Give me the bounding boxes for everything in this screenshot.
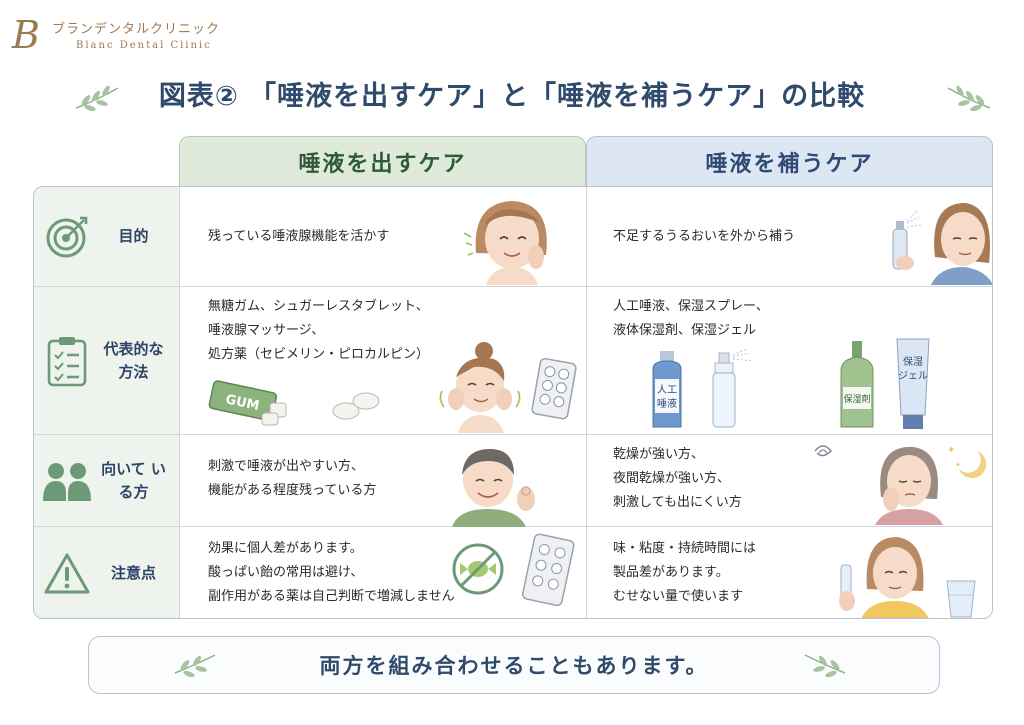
svg-text:唾液: 唾液 (657, 397, 677, 410)
logo-name-jp: ブランデンタルクリニック (52, 22, 221, 37)
leaf-sprig-icon (947, 85, 991, 112)
artificial-saliva-bottle-illustration: 人工 唾液 (652, 351, 682, 428)
clipboard-checklist-icon (40, 334, 94, 388)
cell-text: 残っている唾液腺機能を活かす (208, 229, 390, 244)
cell-supplement-methods: 人工唾液、保湿スプレー、 液体保湿剤、保湿ジェル 人工 唾液 (587, 287, 992, 434)
svg-text:人工: 人工 (657, 384, 677, 396)
cell-stimulate-methods: 無糖ガム、シュガーレスタブレット、 唾液腺マッサージ、 処方薬（セビメリン・ピロ… (180, 287, 587, 434)
tired-woman-night-illustration: ✦ ✦ (814, 445, 987, 525)
cell-text: 夜間乾燥が強い方、 (613, 471, 731, 486)
cell-stimulate-cautions: 効果に個人差があります。 酸っぱい飴の常用は避け、 副作用がある薬は自己判断で増… (180, 527, 587, 618)
woman-using-spray-illustration (892, 203, 992, 285)
row-label-cautions: 注意点 (34, 527, 180, 618)
cell-text: 唾液腺マッサージ、 (208, 323, 325, 338)
footer-note: 両方を組み合わせることもあります。 (88, 636, 940, 694)
medicine-blister-pack-icon (521, 533, 575, 607)
row-label-text: いる方 (118, 459, 166, 501)
target-icon (40, 210, 94, 264)
cell-text: 刺激で唾液が出やすい方、 (208, 459, 365, 474)
no-candy-icon (452, 543, 504, 595)
cell-text: 人工唾液、保湿スプレー、 (613, 299, 769, 314)
cell-text: 機能がある程度残っている方 (208, 483, 377, 498)
cell-text: 乾燥が強い方、 (613, 447, 705, 462)
cell-text: 効果に個人差があります。 (208, 541, 363, 556)
tablet-blister-pack-icon (531, 357, 577, 420)
clinic-logo: B ブランデンタルクリニック Blanc Dental Clinic (12, 12, 252, 62)
column-header-stimulate: 唾液を出すケア (179, 136, 586, 186)
woman-with-spray-and-water-illustration (839, 537, 976, 618)
column-header-supplement: 唾液を補うケア (586, 136, 993, 186)
cell-text: 副作用がある薬は自己判断で増減しません (208, 589, 455, 604)
row-label-text: 注意点 (110, 564, 156, 582)
gum-label: GUM (224, 392, 261, 414)
leaf-sprig-icon (75, 85, 119, 112)
smiling-woman-illustration (463, 201, 547, 285)
cell-text: 味・粘度・持続時間には (613, 541, 757, 556)
table-row-purpose: 目的 残っている唾液腺機能を活かす (34, 187, 992, 287)
svg-text:✦: ✦ (955, 461, 961, 469)
table-body: 目的 残っている唾液腺機能を活かす (33, 186, 993, 619)
table-row-methods: 代表的な 方法 無糖ガム、シュガーレスタブレット、 唾液腺マッサージ、 処方薬（… (34, 287, 992, 435)
people-icon (40, 454, 94, 508)
row-label-methods: 代表的な 方法 (34, 287, 180, 434)
cell-supplement-cautions: 味・粘度・持続時間には 製品差があります。 むせない量で使います (587, 527, 992, 618)
tablets-illustration (332, 392, 380, 420)
leaf-sprig-icon (174, 654, 216, 678)
row-label-text: 目的 (118, 227, 149, 245)
warning-icon (40, 547, 94, 601)
moisturizing-spray-bottle-illustration (712, 349, 754, 428)
row-label-text: 方法 (118, 362, 149, 381)
row-label-text: 向いて (101, 459, 146, 478)
cell-supplement-purpose: 不足するうるおいを外から補う (587, 187, 992, 286)
page-title: 図表② 「唾液を出すケア」と「唾液を補うケア」の比較 (158, 81, 866, 112)
svg-text:✦: ✦ (947, 445, 955, 456)
row-label-suitable: 向いて いる方 (34, 435, 180, 526)
title-bar: 図表② 「唾液を出すケア」と「唾液を補うケア」の比較 (0, 72, 1024, 122)
cell-text: むせない量で使います (613, 589, 744, 604)
svg-text:保湿: 保湿 (903, 355, 923, 368)
moisturizing-gel-tube-illustration: 保湿 ジェル (896, 338, 930, 429)
comparison-table: 唾液を出すケア 唾液を補うケア 目的 残っている唾液腺機能を (33, 136, 993, 619)
cell-stimulate-purpose: 残っている唾液腺機能を活かす (180, 187, 587, 286)
table-row-cautions: 注意点 効果に個人差があります。 酸っぱい飴の常用は避け、 副作用がある薬は自己… (34, 527, 992, 618)
logo-mark: B (12, 13, 40, 57)
liquid-moisturizer-bottle-illustration: 保湿剤 (840, 341, 874, 428)
cell-text: 液体保湿剤、保湿ジェル (613, 323, 757, 338)
cell-text: 製品差があります。 (613, 565, 729, 580)
cell-stimulate-suitable: 刺激で唾液が出やすい方、 機能がある程度残っている方 (180, 435, 587, 527)
table-row-suitable: 向いて いる方 刺激で唾液が出やすい方、 機能がある程度残っている方 (34, 435, 992, 527)
cell-text: 処方薬（セビメリン・ピロカルピン） (208, 347, 430, 362)
older-man-ok-sign-illustration (452, 449, 535, 527)
footer-text: 両方を組み合わせることもあります。 (319, 654, 709, 678)
logo-name-en: Blanc Dental Clinic (76, 40, 212, 51)
row-label-purpose: 目的 (34, 187, 180, 286)
cell-text: 無糖ガム、シュガーレスタブレット、 (208, 299, 429, 314)
cell-text: 不足するうるおいを外から補う (613, 229, 796, 244)
cell-text: 酸っぱい飴の常用は避け、 (208, 565, 364, 580)
cell-text: 刺激しても出にくい方 (613, 495, 742, 510)
svg-text:ジェル: ジェル (898, 371, 928, 382)
cell-supplement-suitable: 乾燥が強い方、 夜間乾燥が強い方、 刺激しても出にくい方 ✦ ✦ (587, 435, 992, 526)
gum-pack-illustration: GUM (208, 380, 287, 426)
massage-woman-illustration (439, 342, 521, 433)
leaf-sprig-icon (804, 654, 846, 678)
bottle-label: 保湿剤 (843, 393, 870, 405)
row-label-text: 代表的な (103, 339, 164, 358)
